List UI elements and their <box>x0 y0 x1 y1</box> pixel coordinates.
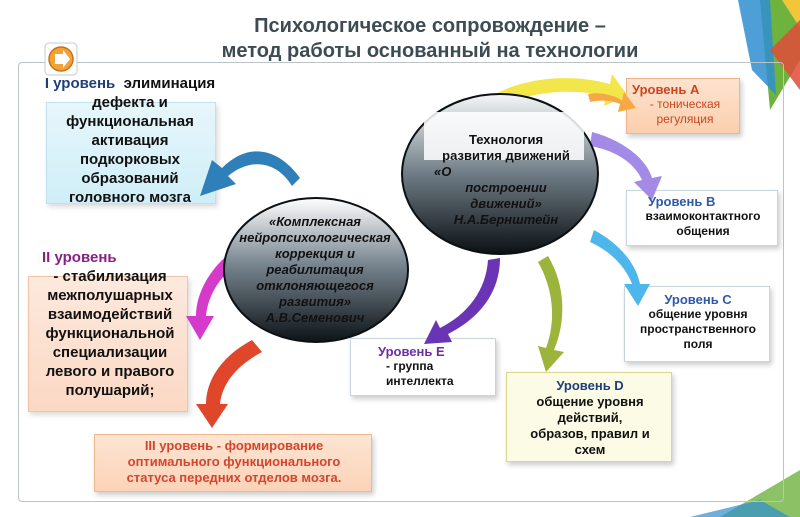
neuropsych-line: нейропсихологическая <box>239 230 391 245</box>
levelB-label: Уровень В <box>648 194 716 209</box>
levelD-box: Уровень D общение уровня действий, образ… <box>510 378 670 458</box>
levelE-line: - группа <box>386 359 434 373</box>
level2-label: II уровень <box>42 249 117 266</box>
level2-line: взаимодействий <box>47 306 173 323</box>
ellipse-bernstein-highlight <box>424 112 584 160</box>
bernstein-author: Н.А.Бернштейн <box>453 212 559 227</box>
bernstein-line: построении <box>465 180 547 195</box>
level2-line: функциональной <box>45 325 175 342</box>
level1-text: элиминация <box>123 75 216 92</box>
level3-box: III уровень - формирование оптимального … <box>100 438 368 486</box>
levelD-line: действий, <box>557 410 623 425</box>
levelD-label: Уровень D <box>556 378 624 393</box>
slide-title: Психологическое сопровождение – метод ра… <box>150 14 710 64</box>
level2-line: - стабилизация <box>53 268 167 285</box>
level1-box: I уровень элиминация дефекта и функциона… <box>30 74 230 207</box>
level1-line: функциональная <box>66 113 194 130</box>
arrow-to-levelE <box>424 258 500 344</box>
level2-panel <box>28 276 188 412</box>
neuropsych-line: реабилитация <box>266 262 364 277</box>
arrow-to-level2 <box>186 246 246 340</box>
level2-box: II уровень - стабилизация межполушарных … <box>30 248 190 400</box>
bernstein-text: Технология развития движений «О построен… <box>426 132 586 228</box>
arrow-to-level3 <box>196 340 262 428</box>
level3-line: статуса передних отделов мозга. <box>126 470 342 485</box>
level1-line: активация <box>91 132 169 149</box>
bernstein-line: движений» <box>470 196 542 211</box>
levelA-box: Уровень А - тоническая регуляция <box>632 82 738 127</box>
bernstein-line: развития движений <box>442 148 570 163</box>
orange-arrow-icon[interactable] <box>44 42 78 76</box>
levelD-line: общение уровня <box>536 394 644 409</box>
levelB-line: общения <box>676 224 730 238</box>
levelB-box: Уровень В взаимоконтактного общения <box>630 194 776 239</box>
levelE-box: Уровень Е - группа интеллекта <box>356 344 492 389</box>
level2-line: полушарий; <box>65 382 155 399</box>
arrow-to-level1 <box>200 151 300 196</box>
ribbon-blue <box>738 0 776 95</box>
arrow-to-levelA <box>478 74 628 116</box>
levelB-panel <box>626 190 778 246</box>
level2-line: специализации <box>52 344 168 361</box>
neuropsych-text: «Комплексная нейропсихологическая коррек… <box>220 214 410 326</box>
levelE-line: интеллекта <box>386 374 454 388</box>
arrow-to-levelB <box>590 132 662 200</box>
levelC-line: общение уровня <box>648 307 748 321</box>
bernstein-line: «О <box>434 164 452 179</box>
levelE-label: Уровень Е <box>378 344 445 359</box>
levelC-label: Уровень С <box>664 292 732 307</box>
level1-panel <box>46 102 216 204</box>
bernstein-line: Технология <box>468 132 544 147</box>
neuropsych-line: коррекция и <box>275 246 355 261</box>
levelD-line: схем <box>574 442 606 457</box>
level3-line: оптимального функционального <box>127 454 341 469</box>
neuropsych-line: развития» <box>279 294 351 309</box>
ribbon-blue-bottom <box>690 500 790 517</box>
levelD-line: образов, правил и <box>530 426 650 441</box>
level1-line: подкорковых <box>79 151 181 168</box>
levelA-panel <box>626 78 740 134</box>
neuropsych-line: отклоняющегося <box>256 278 374 293</box>
ellipse-neuropsych <box>223 197 409 343</box>
levelC-line: пространственного <box>640 322 756 336</box>
arrow-to-levelD <box>538 256 564 372</box>
levelA-label: Уровень А <box>632 82 700 97</box>
level1-label: I уровень <box>44 75 116 92</box>
levelC-line: поля <box>683 337 713 351</box>
content-frame <box>18 62 784 502</box>
levelC-box: Уровень С общение уровня пространственно… <box>628 292 768 352</box>
levelB-line: взаимоконтактного <box>645 209 761 223</box>
levelC-panel <box>624 286 770 362</box>
level1-line: дефекта и <box>92 94 168 111</box>
arrow-to-levelA-orange <box>588 92 636 112</box>
title-line-2: метод работы основанный на технологии <box>221 40 639 62</box>
level3-line: III уровень - формирование <box>144 438 324 453</box>
ribbon-yellow <box>782 0 800 28</box>
levelA-line: - тоническая <box>649 97 721 111</box>
levelA-line: регуляция <box>656 112 714 126</box>
level2-line: левого и правого <box>45 363 175 380</box>
level1-line: образований <box>81 170 179 187</box>
level1-line: головного мозга <box>68 189 192 206</box>
level2-line: межполушарных <box>47 287 173 304</box>
levelE-panel <box>350 338 496 396</box>
ribbon-red <box>770 20 800 90</box>
level3-panel <box>94 434 372 492</box>
neuropsych-author: А.В.Семенович <box>265 310 365 325</box>
neuropsych-line: «Комплексная <box>269 214 361 229</box>
levelD-panel <box>506 372 672 462</box>
arrow-to-levelC <box>590 230 650 306</box>
title-line-1: Психологическое сопровождение – <box>254 15 606 37</box>
